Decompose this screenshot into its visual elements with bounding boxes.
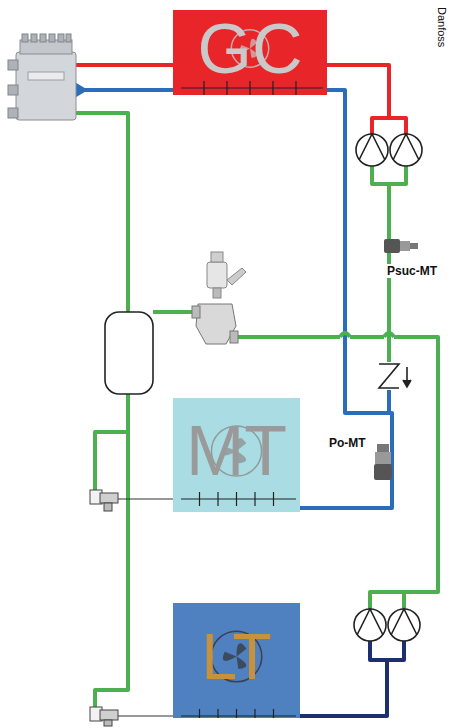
line-hop (340, 333, 350, 337)
box-title: LT (202, 625, 272, 689)
mt-evaporator-box: MT (173, 398, 300, 512)
ejector-outlet (76, 113, 128, 312)
liquid-receiver (105, 312, 153, 394)
box-title: MT (186, 416, 287, 486)
suction-header (372, 166, 406, 184)
injection-line (118, 715, 173, 716)
lt-evaporator-box: LT (173, 603, 300, 718)
sensor-label: Po-MT (328, 436, 367, 450)
line-hop (384, 333, 394, 337)
flash-gas-line (350, 335, 384, 339)
lt-discharge-header (370, 592, 404, 609)
suction-line-mt (84, 90, 392, 508)
pressure-sensor (384, 239, 418, 253)
suction-line (387, 390, 391, 413)
expansion-valve (90, 490, 118, 726)
liquid-line (95, 432, 128, 490)
gas-cooler-box: GC (173, 10, 327, 95)
gas-cooler-outlet (76, 63, 173, 67)
lt-discharge-line (387, 337, 438, 592)
flash-gas-valve (192, 252, 246, 344)
credit-text: Danfoss (436, 6, 448, 48)
box-title: GC (198, 14, 303, 84)
multi-ejector (8, 34, 76, 120)
pressure-sensor (374, 444, 392, 480)
lt-suction-header (370, 641, 404, 660)
flash-gas-line (153, 310, 198, 314)
discharge-line (372, 118, 406, 134)
compressor-pair (354, 134, 422, 641)
lt-suction-line (300, 660, 387, 716)
liquid-line (95, 393, 128, 707)
injection-line (118, 498, 173, 499)
check-valve (379, 364, 411, 388)
flash-gas-line (232, 335, 340, 339)
sensor-label: Psuc-MT (386, 264, 438, 278)
